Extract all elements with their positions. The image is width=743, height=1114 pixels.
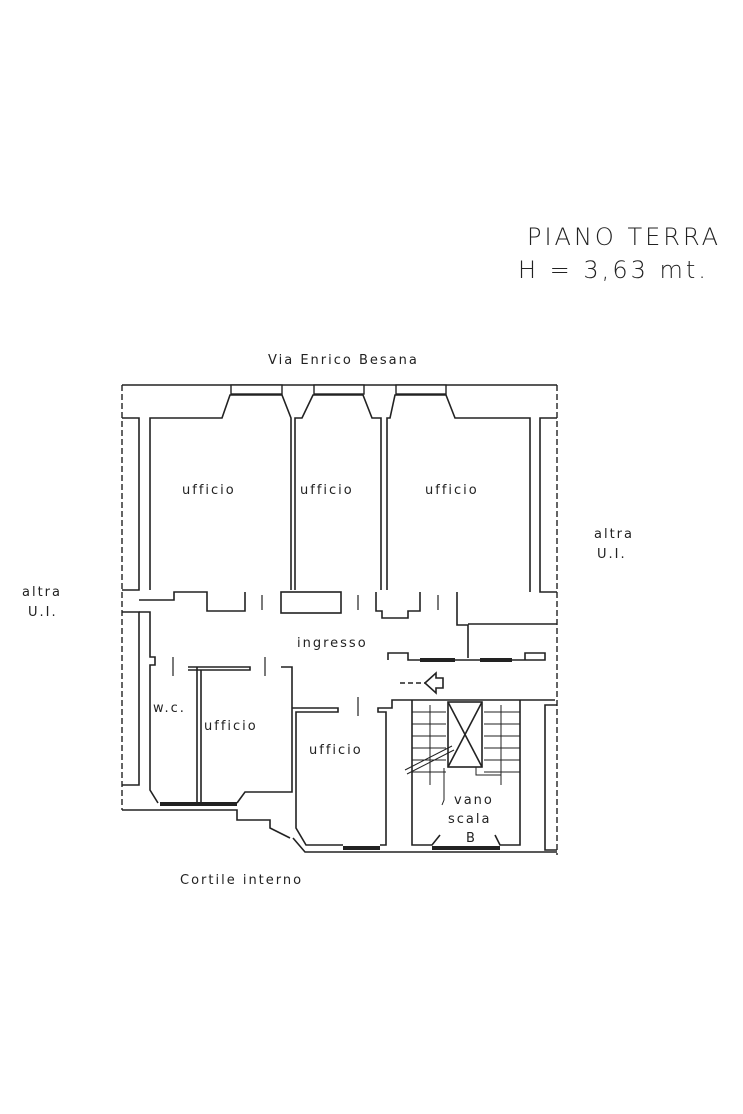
courtyard-label: Cortile interno (180, 873, 303, 888)
room-label-office-top-right: ufficio (425, 483, 479, 498)
room-label-wc: w.c. (153, 701, 186, 716)
room-label-office-top-middle: ufficio (300, 483, 354, 498)
entrance-wall (387, 652, 546, 662)
neighbor-right-1: altra (594, 527, 634, 542)
top-rooms-walls (139, 394, 557, 804)
neighbor-left-2: U.I. (28, 605, 58, 620)
room-label-stair-2: scala (448, 812, 491, 827)
stair-well (404, 700, 521, 850)
plan-title: PIANO TERRA (527, 223, 721, 251)
neighbor-right-2: U.I. (597, 547, 627, 562)
neighbor-left-1: altra (22, 585, 62, 600)
lower-rooms-walls (122, 666, 557, 853)
street-label: Via Enrico Besana (268, 353, 419, 368)
room-label-office-top-left: ufficio (182, 483, 236, 498)
entrance-arrow-icon (400, 671, 444, 695)
room-label-stair-3: B (466, 831, 477, 846)
door-marks (172, 595, 439, 716)
room-label-stair-1: vano (454, 793, 494, 808)
room-label-entrance: ingresso (297, 636, 368, 651)
plan-height: H = 3,63 mt. (518, 256, 709, 284)
outer-walls (121, 384, 558, 855)
room-label-office-bottom-middle: ufficio (309, 743, 363, 758)
room-label-office-bottom-left: ufficio (204, 719, 258, 734)
